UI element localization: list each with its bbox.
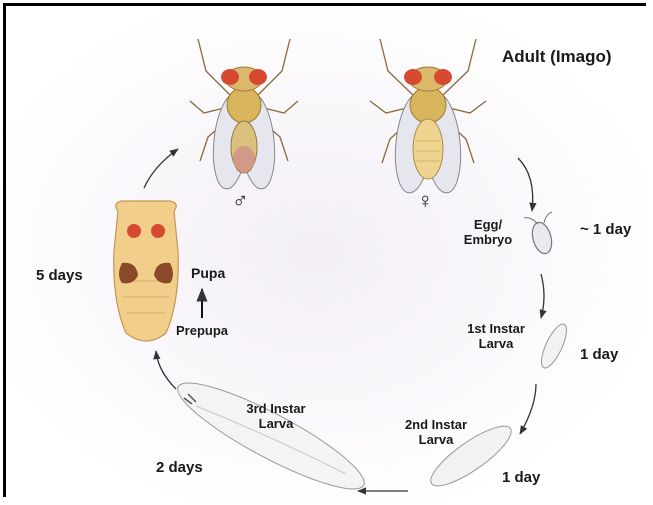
stage-label-pupa: Pupa (191, 265, 225, 281)
female-symbol: ♀ (417, 188, 434, 213)
stage-label-egg: Egg/ Embryo (450, 218, 526, 248)
pupa-case (114, 201, 179, 341)
duration-first-instar: 1 day (580, 346, 618, 363)
duration-egg: ~ 1 day (580, 221, 631, 238)
duration-second-instar: 1 day (502, 469, 540, 486)
stage-label-second-instar: 2nd Instar Larva (390, 418, 482, 448)
stage-label-first-instar: 1st Instar Larva (454, 322, 538, 352)
duration-pupa: 5 days (36, 267, 83, 284)
life-cycle-art (6, 6, 649, 500)
diagram-frame: Adult (Imago) ♂ ♀ Egg/ Embryo ~ 1 day 1s… (3, 3, 646, 497)
male-symbol: ♂ (232, 188, 249, 213)
stage-label-prepupa: Prepupa (176, 324, 228, 339)
adult-imago-title: Adult (Imago) (502, 47, 612, 67)
duration-third-instar: 2 days (156, 459, 203, 476)
stage-label-third-instar: 3rd Instar Larva (234, 402, 318, 432)
background-glow (6, 6, 649, 500)
